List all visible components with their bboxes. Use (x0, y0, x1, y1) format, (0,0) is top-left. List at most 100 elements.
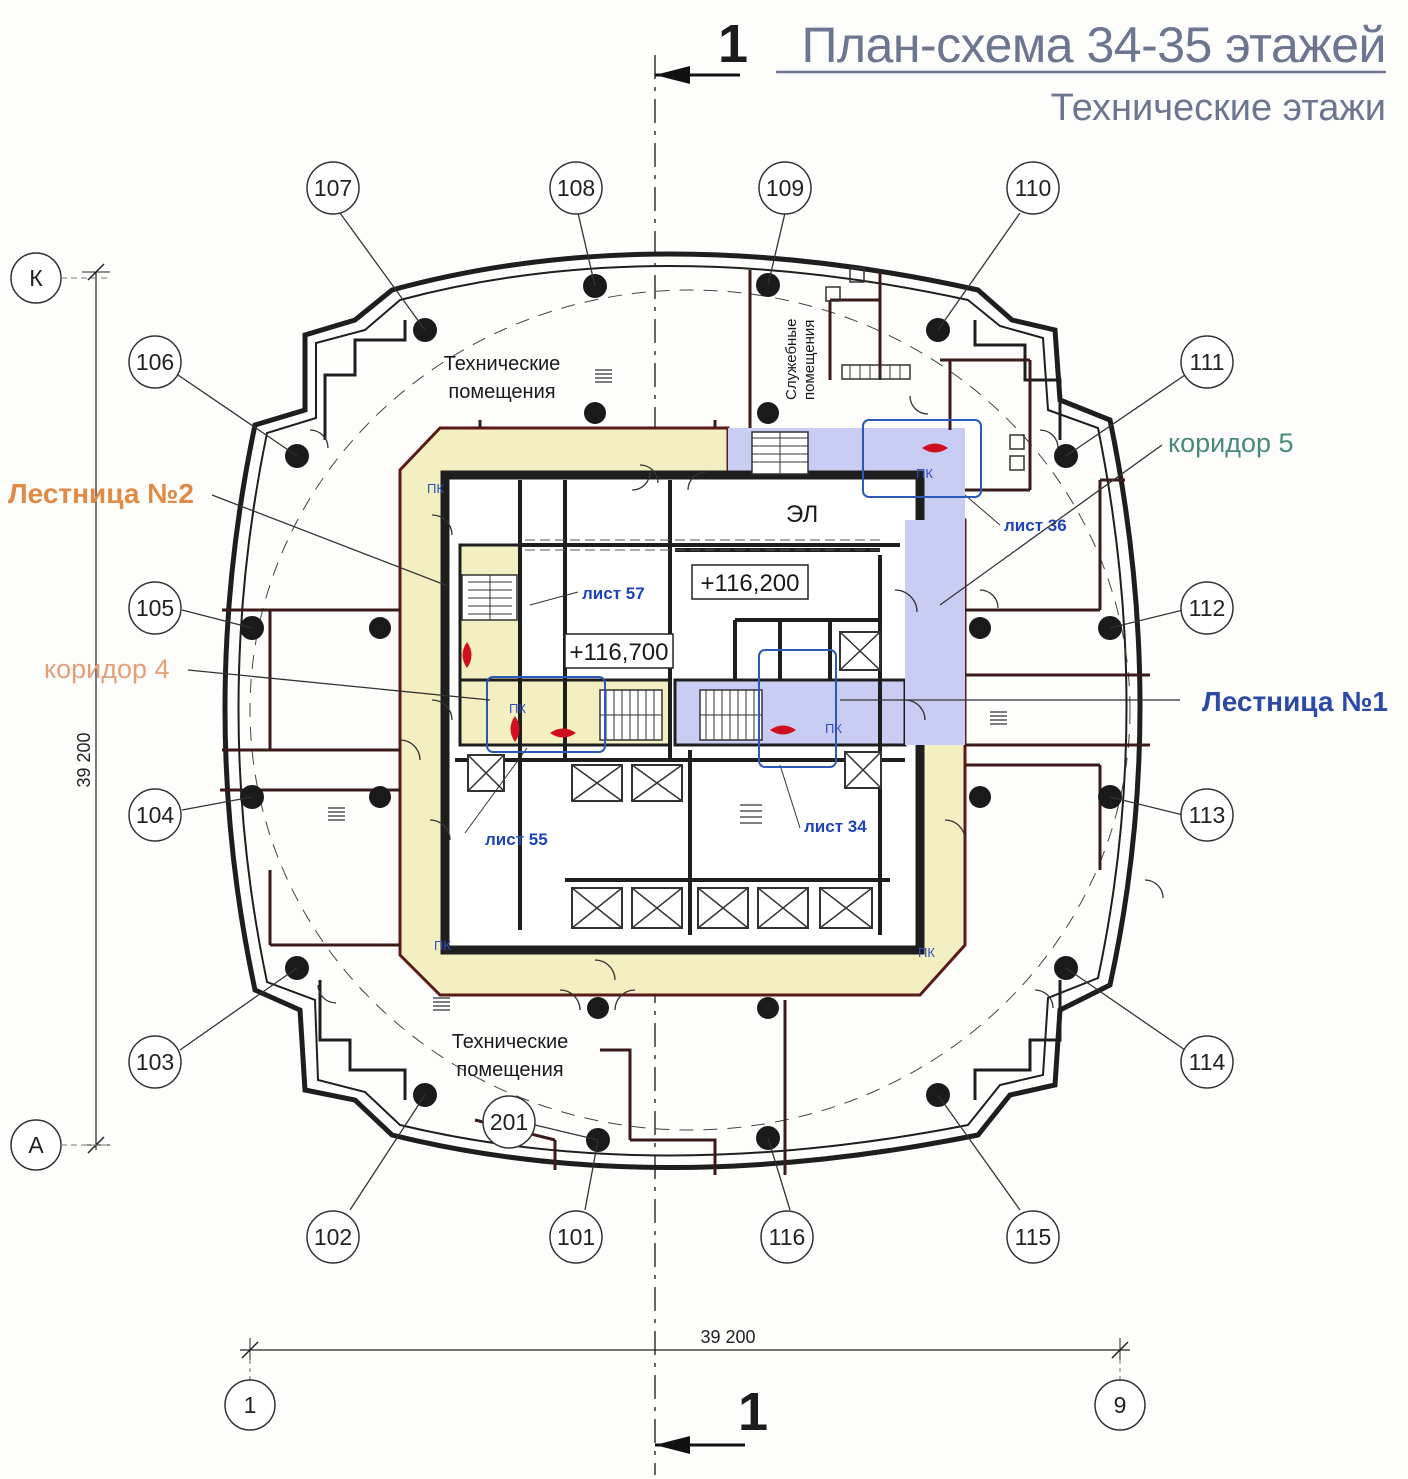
hydrant-zones (486, 419, 982, 768)
column (969, 617, 991, 639)
elevator-shaft-icon (631, 887, 683, 929)
sheet-ref-34: лист 34 (804, 817, 867, 836)
grid-axis-A: А (10, 1119, 110, 1171)
svg-text:1: 1 (244, 1392, 257, 1418)
svg-text:К: К (29, 265, 43, 291)
sheet-ref-36: лист 36 (1004, 516, 1067, 535)
svg-text:109: 109 (766, 175, 804, 201)
callouts: Лестница №2 коридор 4 Лестница №1 коридо… (8, 428, 1388, 717)
room-partitions (220, 267, 1150, 1175)
fire-marker-icon (550, 728, 576, 738)
dimension-horizontal-label: 39 200 (700, 1327, 755, 1347)
hydrant-labels: ПК ПК ПК ПК ПК ПК (427, 466, 935, 960)
section-number-bottom: 1 (738, 1382, 768, 1442)
elevator-shaft-icon (631, 764, 683, 802)
doors (309, 395, 1164, 1011)
column-marker: 105 (128, 581, 182, 635)
stair-icon (740, 804, 762, 824)
hydrant-label: ПК (918, 945, 935, 960)
hydrant-label: ПК (916, 466, 933, 481)
hydrant-zone-center (758, 649, 837, 768)
building-outline (222, 251, 1143, 1170)
svg-text:115: 115 (1015, 1224, 1052, 1250)
section-arrow-icon (655, 66, 690, 84)
hydrant-label: ПК (427, 481, 444, 496)
column-marker: 201 (482, 1095, 536, 1149)
fire-marker-icon (922, 443, 948, 453)
sheet-ref-55: лист 55 (485, 830, 548, 849)
elevator-shaft-icon (467, 754, 505, 792)
room-label: помещения (456, 1059, 563, 1081)
grid-axis-1: 1 (224, 1379, 276, 1431)
elevator-shaft-icon (819, 887, 873, 929)
column (369, 786, 391, 808)
column-marker: 109 (758, 161, 812, 215)
column (757, 997, 779, 1019)
header: 1 План-схема 34-35 этажей Технические эт… (718, 14, 1387, 129)
elevator-shaft-icon (757, 887, 809, 929)
svg-text:102: 102 (314, 1224, 352, 1250)
svg-text:103: 103 (136, 1049, 174, 1075)
svg-text:106: 106 (136, 349, 174, 375)
svg-text:9: 9 (1114, 1392, 1127, 1418)
column-marker: 106 (128, 335, 182, 389)
hydrant-zone-left (486, 676, 606, 753)
fire-marker-icon (510, 716, 520, 742)
svg-text:116: 116 (769, 1224, 806, 1250)
fire-marker-icon (770, 725, 796, 735)
column-marker: 115 (1006, 1210, 1060, 1264)
room-labels: Технические помещения Технические помеще… (444, 319, 819, 1081)
svg-text:108: 108 (557, 175, 595, 201)
elevator-hall-label: ЭЛ (786, 501, 818, 528)
grid-axis-9: 9 (1094, 1379, 1146, 1431)
svg-text:104: 104 (136, 802, 175, 828)
svg-text:А: А (28, 1132, 44, 1158)
section-arrow-icon (655, 1436, 690, 1454)
column (369, 617, 391, 639)
column-marker: 116 (760, 1210, 814, 1264)
column-marker: 108 (549, 161, 603, 215)
elevator-shaft-icon (571, 764, 623, 802)
column-marker: 101 (549, 1210, 603, 1264)
column-marker: 112 (1180, 581, 1234, 635)
dimension-vertical: 39 200 (74, 263, 110, 1154)
column-marker: 103 (128, 1035, 182, 1089)
svg-text:101: 101 (557, 1224, 595, 1250)
section-cut-bottom: 1 (655, 1382, 768, 1454)
room-label: помещения (448, 381, 555, 403)
room-label: Служебные (783, 319, 800, 400)
svg-text:114: 114 (1189, 1049, 1226, 1075)
structural-columns (240, 273, 1122, 1152)
callout-corridor-5: коридор 5 (1168, 428, 1294, 458)
grid-axis-K: К (10, 252, 110, 304)
dimension-vertical-label: 39 200 (74, 732, 94, 787)
svg-text:113: 113 (1189, 802, 1226, 828)
column-marker: 114 (1180, 1035, 1234, 1089)
column-marker: 110 (1006, 161, 1060, 215)
section-number: 1 (718, 14, 748, 74)
section-cut-top (655, 66, 740, 84)
sheet-refs: лист 57 лист 55 лист 34 лист 36 (464, 494, 1067, 849)
column-marker: 107 (306, 161, 360, 215)
elevator-shaft-icon (839, 631, 881, 671)
column-marker: 104 (128, 788, 182, 842)
elevation-mark: +116,200 (701, 570, 800, 597)
stair-symbols (328, 369, 1007, 1011)
elevator-shafts (467, 631, 882, 929)
stair-2-flight (461, 574, 663, 741)
svg-text:112: 112 (1189, 595, 1226, 621)
page-title: План-схема 34-35 этажей (801, 17, 1386, 73)
column (969, 786, 991, 808)
elevations: +116,200 +116,700 (564, 564, 809, 669)
column (587, 997, 609, 1019)
column-marker: 102 (306, 1210, 360, 1264)
core (440, 431, 965, 955)
stair-icon (595, 369, 612, 383)
room-label: помещения (801, 320, 818, 400)
elevator-shaft-icon (844, 751, 882, 789)
svg-text:105: 105 (136, 595, 174, 621)
stair-icon (328, 807, 345, 821)
fire-markers (462, 443, 948, 742)
